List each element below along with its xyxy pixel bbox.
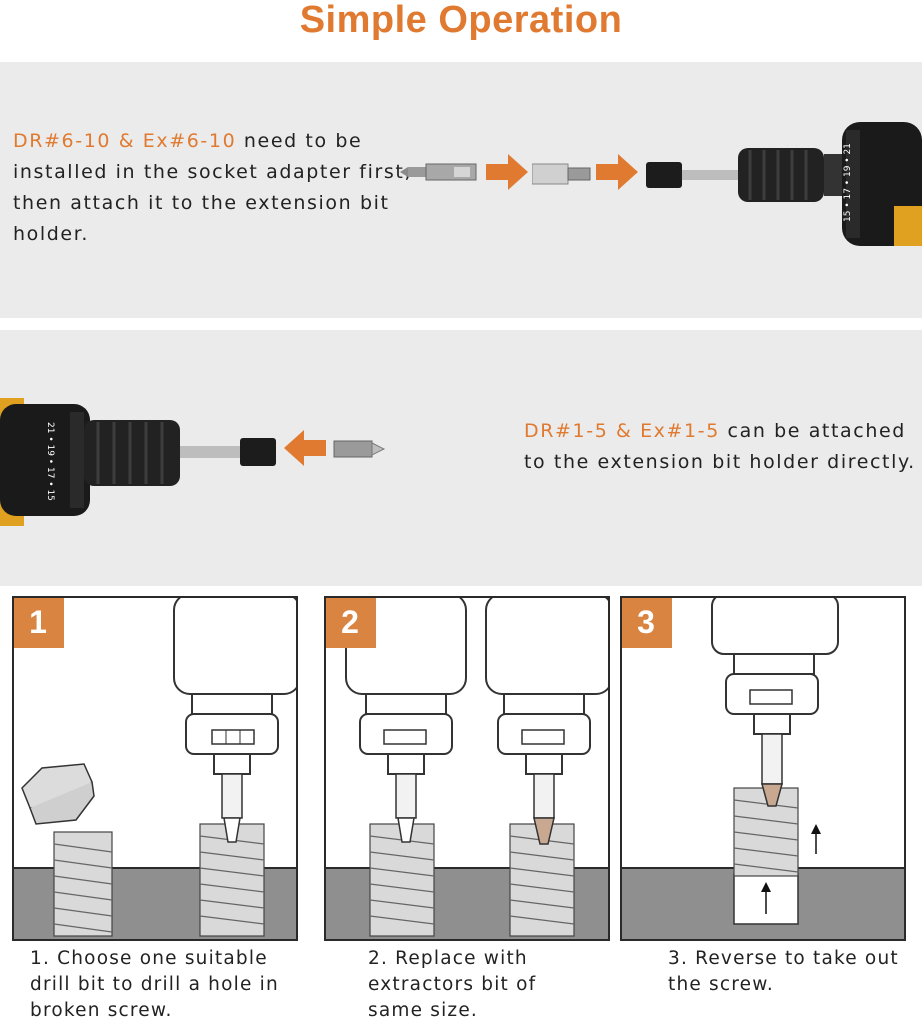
hex-bit-icon (400, 163, 477, 181)
drilling-illustration (14, 598, 296, 939)
step-illustration-2: 2 (324, 596, 610, 941)
step-number-badge: 1 (14, 598, 64, 648)
hex-bit-icon (333, 440, 386, 458)
instruction-body: can be attached to the extension bit hol… (524, 420, 916, 473)
step-caption-3: 3. Reverse to take out the screw. (668, 948, 899, 995)
cordless-drill-icon: 21 • 19 • 17 • 15 (0, 398, 276, 526)
step-illustration-3: 3 (620, 596, 906, 941)
reverse-illustration (622, 598, 904, 939)
socket-adapter-icon (532, 163, 591, 185)
left-arrow-icon (284, 430, 326, 466)
instruction-panel-large-bits: DR#6-10 & Ex#6-10 need to be installed i… (0, 62, 922, 318)
instruction-text-large-bits: DR#6-10 & Ex#6-10 need to be installed i… (13, 126, 423, 250)
bit-size-highlight: DR#6-10 & Ex#6-10 (13, 130, 237, 152)
step-caption-1: 1. Choose one suitable drill bit to dril… (30, 948, 279, 1021)
step-number-badge: 3 (622, 598, 672, 648)
instruction-text-small-bits: DR#1-5 & Ex#1-5 can be attached to the e… (524, 416, 922, 478)
instruction-panel-small-bits: 21 • 19 • 17 • 15 DR#1-5 & Ex#1-5 can be… (0, 330, 922, 586)
extractor-illustration (326, 598, 608, 939)
right-arrow-icon (596, 154, 638, 190)
torque-dial-label: 15 • 17 • 19 • 21 (843, 143, 853, 222)
instruction-body: need to be installed in the socket adapt… (13, 130, 413, 245)
step-illustration-1: 1 (12, 596, 298, 941)
bit-size-highlight: DR#1-5 & Ex#1-5 (524, 420, 720, 442)
step-number-badge: 2 (326, 598, 376, 648)
torque-dial-label: 21 • 19 • 17 • 15 (45, 422, 55, 501)
step-caption-2: 2. Replace with extractors bit of same s… (368, 948, 537, 1021)
page-title: Simple Operation (299, 0, 623, 41)
steps-section: 1 (0, 596, 922, 1024)
right-arrow-icon (486, 154, 528, 190)
cordless-drill-icon: 15 • 17 • 19 • 21 (646, 122, 922, 246)
